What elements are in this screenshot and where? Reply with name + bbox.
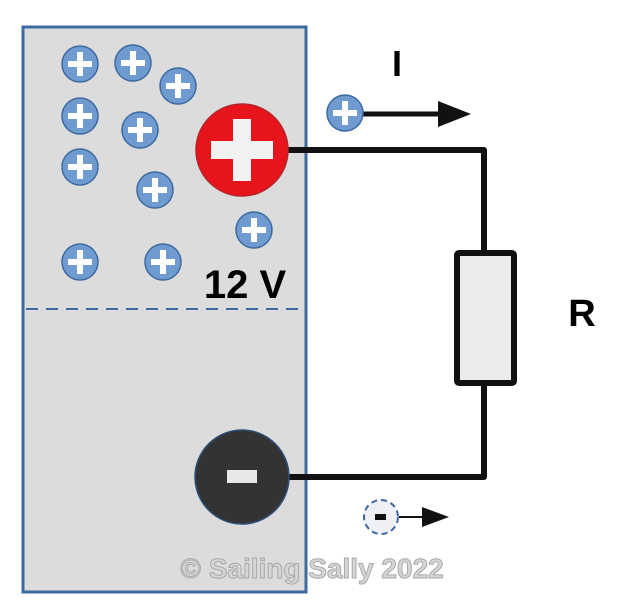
positive-charge	[61, 148, 99, 186]
current-indicator	[326, 94, 471, 132]
resistor	[454, 250, 517, 386]
plus-icon	[160, 250, 166, 274]
positive-terminal	[195, 103, 289, 197]
positive-charge	[235, 211, 273, 249]
watermark: © Sailing Sally 2022	[180, 553, 443, 584]
positive-charges	[61, 44, 273, 281]
positive-charge	[61, 45, 99, 83]
negative-terminal	[194, 429, 290, 525]
positive-charge	[61, 243, 99, 281]
plus-icon	[77, 52, 83, 76]
positive-charge	[114, 44, 152, 82]
positive-charge	[121, 111, 159, 149]
current-label: I	[392, 43, 402, 84]
positive-charge	[159, 67, 197, 105]
voltage-label: 12 V	[204, 263, 287, 307]
top-wire	[286, 147, 487, 254]
resistor-label: R	[568, 293, 595, 335]
plus-icon	[137, 118, 143, 142]
positive-charge	[144, 243, 182, 281]
positive-charge	[61, 97, 99, 135]
plus-icon	[77, 104, 83, 128]
bottom-wire	[286, 382, 487, 480]
plus-icon	[77, 155, 83, 179]
plus-icon	[77, 250, 83, 274]
electron-indicator	[363, 499, 449, 535]
arrow-right-icon	[422, 507, 449, 527]
minus-icon	[227, 470, 257, 483]
plus-icon	[175, 74, 181, 98]
arrow-right-icon	[438, 101, 471, 127]
plus-icon	[130, 51, 136, 75]
plus-icon	[251, 218, 257, 242]
plus-icon	[152, 178, 158, 202]
positive-charge	[136, 171, 174, 209]
